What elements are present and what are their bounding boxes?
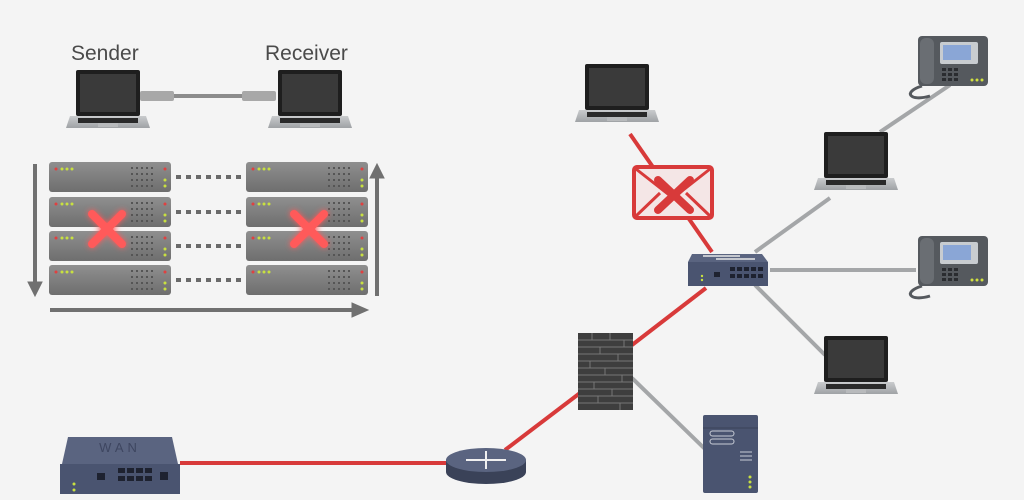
link-firewall-server [630,376,708,452]
right-arrow-icon [351,302,370,318]
sender-receiver-diagram [27,70,385,318]
layer-peer-links [176,175,244,282]
receiver-laptop-icon [268,70,352,128]
receiver-error-x-icon [290,210,328,248]
ip-phone-2-icon [908,234,990,300]
server-tower-icon [703,415,758,493]
link-firewall-switch [630,286,708,347]
laptop-right-1-icon [814,132,898,190]
ip-phone-1-icon [908,34,990,100]
link-laptop-phone [878,83,952,134]
wan-label: WAN [99,440,141,455]
link-switch-laptop3 [753,283,827,357]
wan-device-icon: WAN [60,437,180,494]
router-icon [446,448,526,484]
sender-laptop-icon [66,70,150,128]
link-switch-laptop2 [753,196,832,254]
sender-label: Sender [71,42,139,65]
laptop-right-2-icon [814,336,898,394]
down-arrow-icon [27,281,43,298]
laptop-top-icon [575,64,659,122]
firewall-icon [578,333,633,410]
switch-icon [688,254,768,286]
direction-arrows [27,162,385,318]
up-arrow-icon [369,162,385,179]
link-router-firewall [503,391,582,452]
receiver-label: Receiver [265,42,348,65]
sender-error-x-icon [88,210,126,248]
mail-blocked-icon [632,165,714,220]
ethernet-cable [140,91,276,101]
network-links [180,83,952,465]
